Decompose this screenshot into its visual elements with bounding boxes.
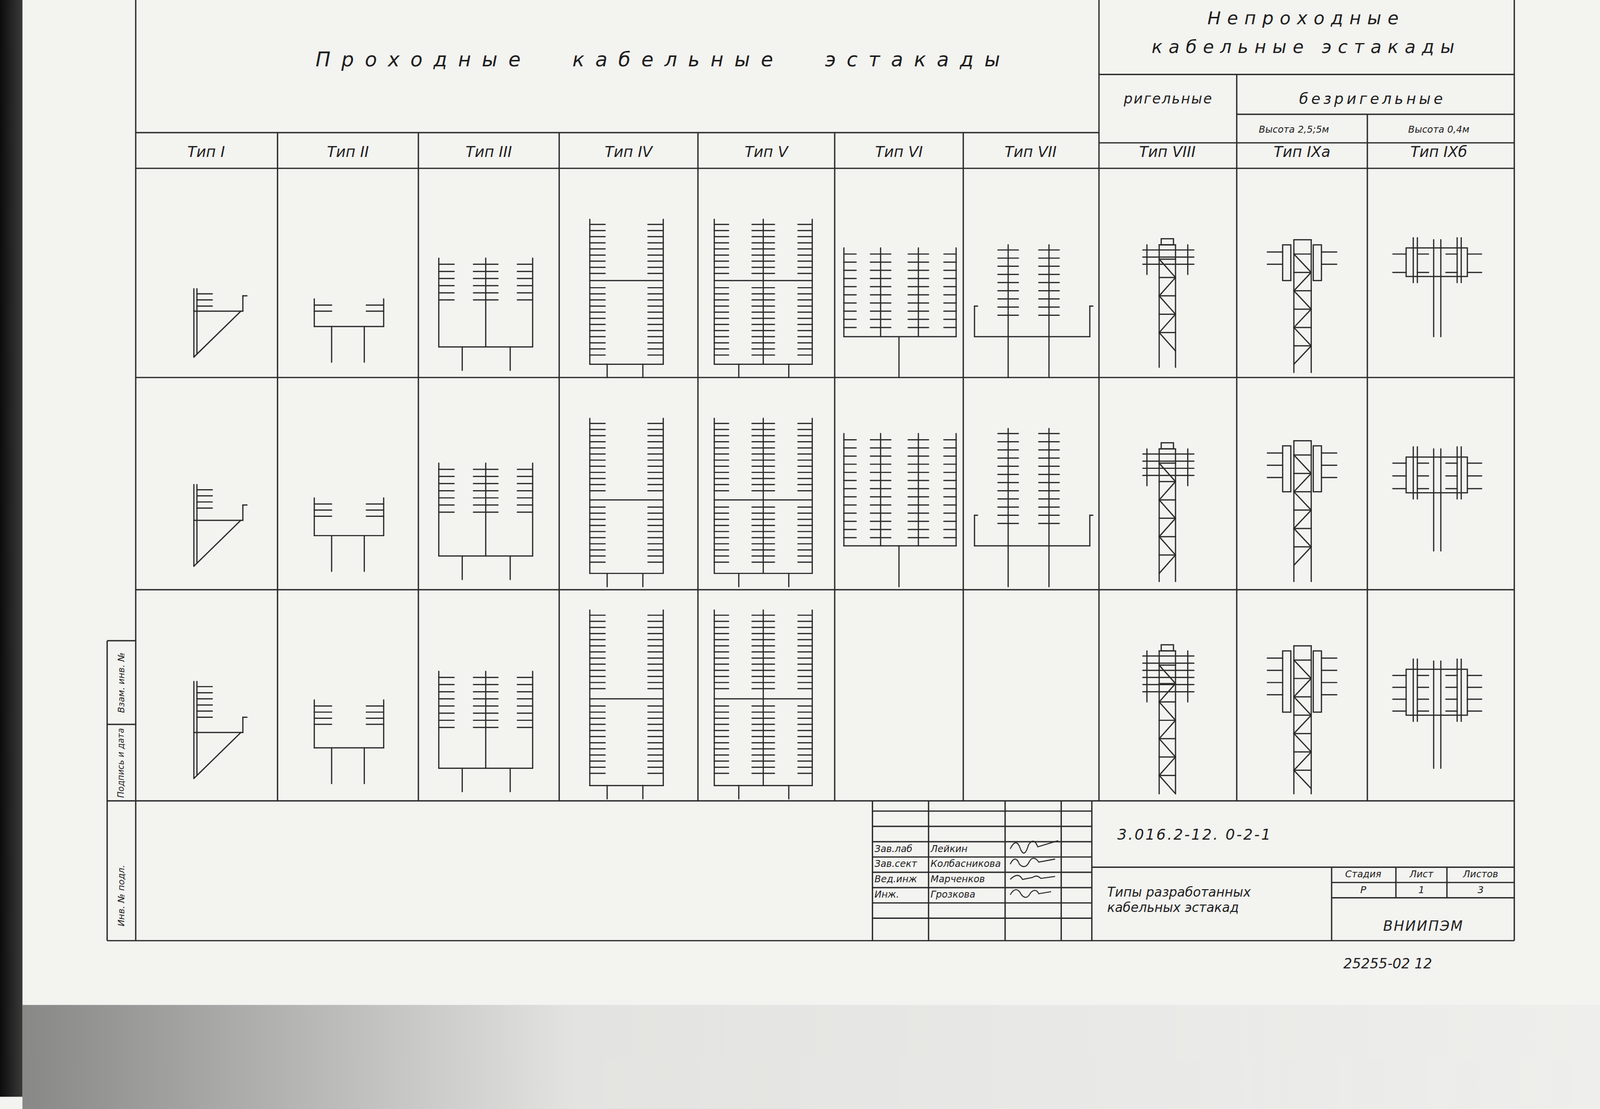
type-4-section xyxy=(589,418,663,587)
stamp-role: Зав.лаб xyxy=(874,843,913,855)
type-9b-section xyxy=(1393,237,1482,337)
type-4-section xyxy=(589,219,663,378)
type-8-section xyxy=(1143,442,1195,582)
overpass-sections xyxy=(194,219,1482,799)
stamp-header: Лист xyxy=(1409,868,1434,880)
type-1-section xyxy=(194,681,248,779)
margin-stamp: Подпись и дата xyxy=(116,728,127,799)
column-group-header: Непроходные xyxy=(1207,7,1405,29)
stamp-value: 1 xyxy=(1418,883,1425,896)
type-3-section xyxy=(438,463,533,580)
column-group-header: кабельные эстакады xyxy=(1151,36,1461,57)
stamp-role: Инж. xyxy=(874,889,900,900)
type-2-section xyxy=(314,498,384,572)
type-5-section xyxy=(714,219,813,378)
type-3-section xyxy=(438,257,533,371)
type-1-section xyxy=(194,288,248,357)
type-7-section xyxy=(974,428,1093,587)
margin-stamp: Взам. инв. № xyxy=(116,652,127,713)
organisation: ВНИИПЭМ xyxy=(1383,918,1464,935)
stamp-name: Колбасникова xyxy=(930,858,1001,870)
type-2-section xyxy=(314,700,384,784)
type-5-section xyxy=(714,418,813,587)
stamp-header: Стадия xyxy=(1345,868,1382,880)
signature-scribbles xyxy=(1010,840,1059,898)
column-header: Высота 2,5;5м xyxy=(1258,124,1330,136)
type-label: Тип II xyxy=(327,143,370,161)
type-8-section xyxy=(1143,644,1195,794)
stamp-role: Вед.инж xyxy=(874,873,917,885)
drawing-code: 3.016.2-12. 0-2-1 xyxy=(1117,825,1273,844)
stamp-name: Марченков xyxy=(930,873,986,885)
type-label: Тип III xyxy=(465,143,513,161)
type-7-section xyxy=(974,245,1093,378)
type-label: Тип IV xyxy=(604,143,653,161)
type-6-section xyxy=(844,433,957,587)
archive-number: 25255-02 12 xyxy=(1343,955,1433,972)
type-9b-section xyxy=(1393,447,1482,551)
stamp-header: Листов xyxy=(1462,868,1499,880)
column-header: безригельные xyxy=(1299,90,1446,108)
stamp-value: 3 xyxy=(1477,883,1484,896)
column-header: ригельные xyxy=(1123,91,1213,107)
type-9a-section xyxy=(1267,645,1337,794)
type-9a-section xyxy=(1267,239,1337,373)
stamp-name: Грозкова xyxy=(930,889,976,900)
type-9a-section xyxy=(1267,440,1337,582)
type-3-section xyxy=(438,671,533,792)
type-label: Тип IXб xyxy=(1410,143,1468,161)
stamp-role: Зав.сект xyxy=(874,858,917,870)
type-label: Тип VI xyxy=(875,143,923,161)
type-4-section xyxy=(589,609,663,799)
type-label: Тип IXа xyxy=(1273,143,1331,161)
type-8-section xyxy=(1143,238,1195,368)
type-2-section xyxy=(314,299,384,363)
type-label: Тип I xyxy=(187,143,225,161)
sheet-frame xyxy=(106,0,1514,941)
type-1-section xyxy=(194,484,248,567)
type-5-section xyxy=(714,609,813,799)
type-label: Тип VIII xyxy=(1139,143,1196,161)
type-9b-section xyxy=(1393,658,1482,768)
type-6-section xyxy=(844,248,957,378)
stamp-name: Лейкин xyxy=(930,843,968,855)
sheet-name: Типы разработанных кабельных эстакад xyxy=(1106,884,1271,915)
type-label: Тип V xyxy=(744,143,789,161)
sheet-title: Проходные кабельные эстакады xyxy=(315,48,1011,71)
margin-stamp: Инв. № подл. xyxy=(116,864,127,927)
type-label: Тип VII xyxy=(1004,143,1057,161)
column-header: Высота 0,4м xyxy=(1408,124,1470,136)
stamp-value: Р xyxy=(1360,883,1367,896)
